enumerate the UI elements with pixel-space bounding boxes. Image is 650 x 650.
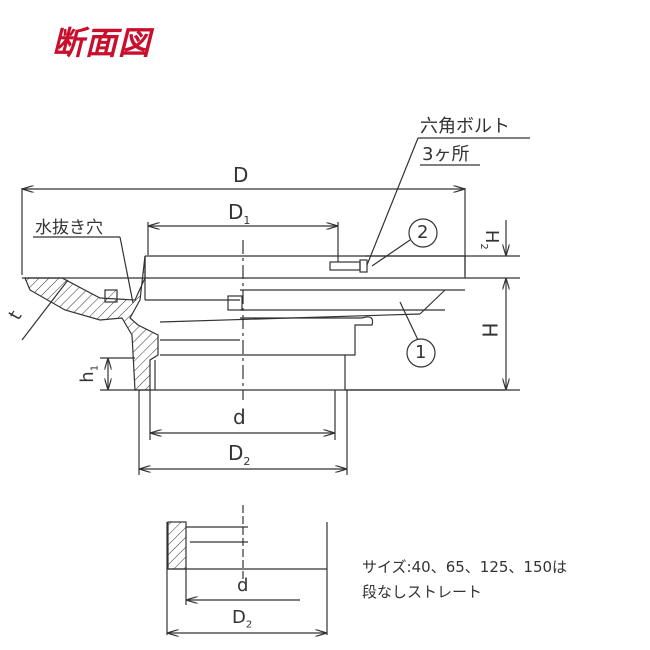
- size-note: サイズ:40、65、125、150は 段なしストレート: [362, 555, 567, 605]
- page-title: 断面図: [52, 24, 152, 62]
- bolt-count-label: 3ヶ所: [422, 144, 470, 165]
- dim-D: D: [233, 163, 249, 187]
- size-note-line1: サイズ:40、65、125、150は: [362, 558, 568, 576]
- dim-h1: h1: [77, 364, 101, 383]
- dim-D1: D1: [228, 200, 251, 227]
- part-number-1: 1: [415, 342, 427, 363]
- part-number-2: 2: [417, 222, 429, 243]
- dim-d: d: [233, 405, 246, 429]
- bolt-callout-label: 六角ボルト: [420, 116, 510, 137]
- dim-H2: H2: [478, 229, 502, 250]
- drain-hole-label: 水抜き穴: [35, 218, 103, 238]
- detail-dim-D2: D2: [232, 607, 253, 631]
- dim-H: H: [477, 322, 502, 338]
- size-note-line2: 段なしストレート: [362, 583, 483, 601]
- detail-dim-d: d: [237, 575, 249, 596]
- dim-D2: D2: [228, 441, 251, 468]
